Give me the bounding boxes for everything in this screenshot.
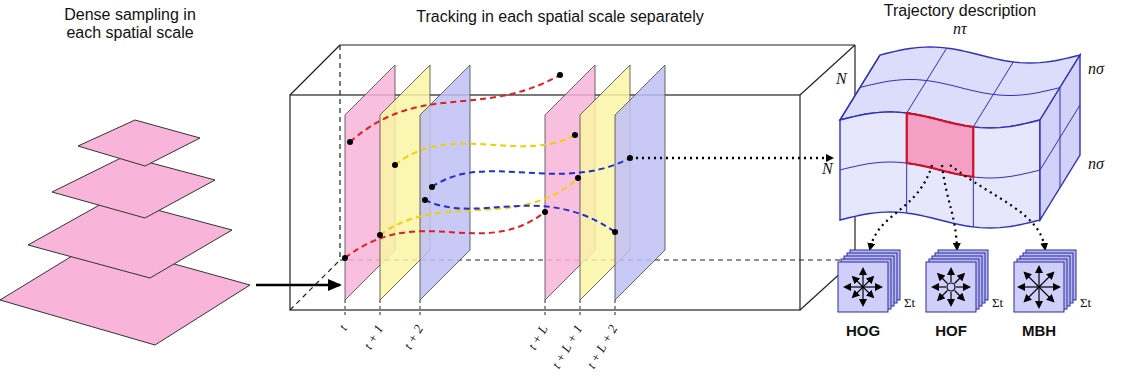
front-face bbox=[840, 112, 1040, 228]
track-points bbox=[342, 72, 633, 261]
panel-title: Dense sampling in each spatial scale bbox=[55, 6, 205, 43]
zero-bin bbox=[947, 283, 955, 291]
orientation-bin bbox=[1038, 287, 1039, 307]
orientation-bin bbox=[862, 269, 863, 287]
grid-line bbox=[907, 48, 947, 113]
dotted-arrow bbox=[636, 157, 832, 160]
orientation-bin bbox=[1038, 267, 1039, 287]
orientation-bin bbox=[1019, 286, 1039, 287]
time-label: t + L + 1 bbox=[550, 322, 587, 371]
panel-title: Tracking in each spatial scale separatel… bbox=[416, 8, 704, 26]
descriptor-name: HOG bbox=[846, 322, 880, 339]
selected-cell bbox=[907, 113, 974, 177]
selected-cell bbox=[907, 113, 974, 177]
orientation-bin bbox=[1039, 286, 1059, 287]
orientation-bin bbox=[863, 286, 881, 287]
dimension-label: N bbox=[836, 70, 847, 88]
orientation-bin bbox=[863, 287, 873, 297]
frame-slices bbox=[345, 65, 665, 300]
orientation-bin bbox=[955, 291, 964, 300]
sum-symbol: Σt bbox=[1080, 296, 1091, 311]
orientation-bin bbox=[853, 277, 863, 287]
orientation-bin bbox=[1025, 287, 1039, 301]
grid-line bbox=[860, 80, 1060, 96]
orientation-bin bbox=[863, 277, 873, 287]
time-label: t + 1 bbox=[361, 322, 387, 351]
orientation-bin bbox=[938, 274, 947, 283]
time-ticks bbox=[345, 300, 615, 318]
grid-label: nσ bbox=[1088, 155, 1104, 173]
orientation-bin bbox=[1025, 273, 1039, 287]
descriptor-arrows bbox=[870, 165, 1045, 249]
panel-title: Trajectory description bbox=[884, 2, 1036, 20]
descriptor-stacks bbox=[838, 250, 1076, 312]
time-label: t + L bbox=[525, 322, 551, 352]
scale-pyramid bbox=[0, 120, 250, 345]
orientation-bin bbox=[950, 269, 951, 282]
time-label: t + 2 bbox=[401, 322, 427, 351]
grid-line bbox=[973, 62, 1013, 127]
descriptor-name: MBH bbox=[1022, 322, 1056, 339]
orientation-bin bbox=[955, 274, 964, 283]
orientation-bin bbox=[845, 286, 863, 287]
orientation-bin bbox=[938, 291, 947, 300]
arrow bbox=[256, 284, 340, 287]
orientation-bin bbox=[956, 286, 969, 287]
descriptor-cell bbox=[1014, 262, 1064, 312]
sum-symbol: Σt bbox=[992, 296, 1003, 311]
descriptor-name: HOF bbox=[935, 322, 967, 339]
trajectory-tube bbox=[840, 47, 1080, 228]
sum-symbol: Σt bbox=[904, 296, 915, 311]
grid-label: nτ bbox=[953, 20, 967, 38]
end-face bbox=[1040, 55, 1080, 220]
orientation-bin bbox=[862, 287, 863, 305]
orientation-bin bbox=[1039, 287, 1053, 301]
orientation-bin bbox=[1039, 273, 1053, 287]
orientation-bin bbox=[853, 287, 863, 297]
trajectories bbox=[345, 75, 630, 258]
orientation-bin bbox=[933, 286, 946, 287]
time-label: t + L + 2 bbox=[585, 322, 622, 371]
video-volume bbox=[290, 45, 855, 310]
grid-label: nσ bbox=[1088, 60, 1104, 78]
orientation-bin bbox=[950, 292, 951, 305]
time-label: t bbox=[337, 322, 352, 333]
dimension-label: N bbox=[822, 160, 833, 178]
descriptor-cell bbox=[926, 262, 976, 312]
grid-line bbox=[1040, 105, 1080, 170]
descriptor-cell bbox=[838, 262, 888, 312]
